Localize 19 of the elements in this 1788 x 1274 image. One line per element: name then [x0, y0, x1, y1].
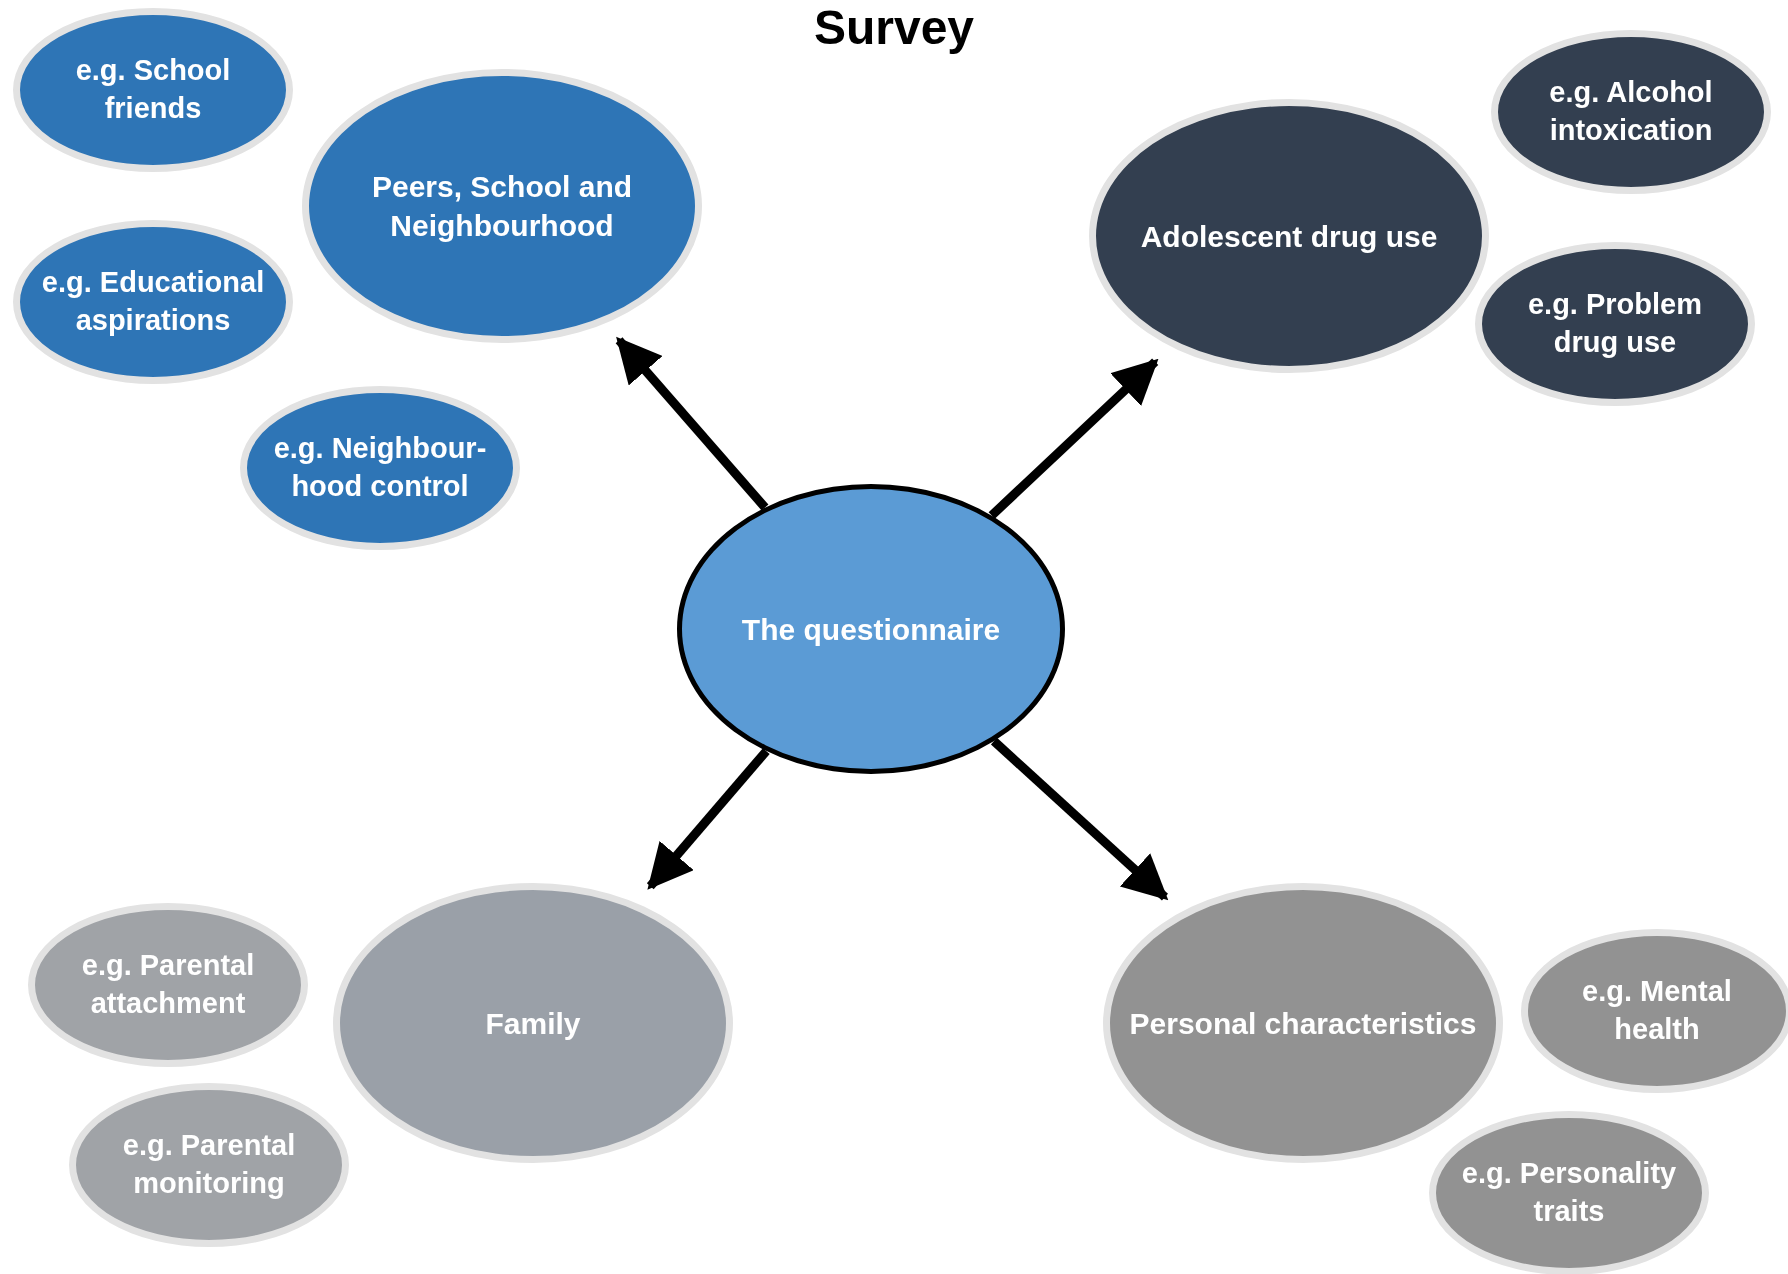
topic-label: Peers, School and Neighbourhood [370, 169, 634, 244]
diagram-title: Survey [812, 0, 976, 55]
topic-label: Adolescent drug use [1140, 218, 1438, 255]
arrow [615, 336, 769, 511]
example-label: e.g. Parental monitoring [121, 1128, 297, 1201]
example-label: e.g. Personality traits [1460, 1156, 1678, 1229]
arrow [990, 737, 1169, 901]
example-label: e.g. Mental health [1581, 974, 1733, 1047]
arrow [646, 748, 770, 890]
arrow [988, 358, 1159, 519]
example-label: e.g. Alcohol intoxication [1548, 75, 1714, 148]
topic-label: The questionnaire [741, 611, 1001, 648]
example-label: e.g. Neighbour-hood control [272, 431, 488, 504]
example-label: e.g. Parental attachment [80, 948, 256, 1021]
topic-label: Personal characteristics [1129, 1005, 1477, 1042]
topic-label: Family [485, 1005, 581, 1042]
example-label: e.g. Educational aspirations [40, 265, 266, 338]
example-label: e.g. Problem drug use [1526, 287, 1703, 360]
example-label: e.g. School friends [74, 53, 232, 126]
